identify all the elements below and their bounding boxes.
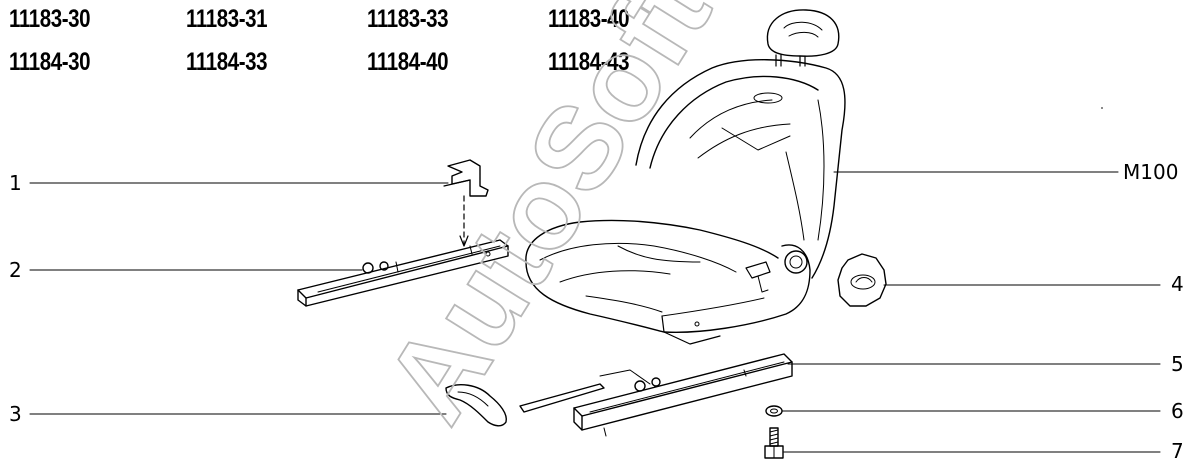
model-code: 11184-33 <box>186 48 268 76</box>
callout-3: 3 <box>9 402 22 426</box>
seat-drawing <box>525 9 846 345</box>
callout-5: 5 <box>1171 352 1184 376</box>
part-6-washer <box>765 405 783 417</box>
part-5-rail <box>519 353 793 437</box>
part-2-rail <box>297 239 509 307</box>
leader-lines <box>29 171 1161 453</box>
model-code: 11183-40 <box>548 5 630 33</box>
model-code: 11183-30 <box>9 5 91 33</box>
part-3-handle <box>445 384 507 427</box>
watermark: AutoSoft <box>360 0 736 444</box>
model-code: 11184-30 <box>9 48 91 76</box>
callout-6: 6 <box>1171 399 1184 423</box>
model-code: 11184-40 <box>367 48 449 76</box>
part-4-knob <box>837 253 887 307</box>
part-1-clip <box>443 159 489 247</box>
callout-4: 4 <box>1171 272 1184 296</box>
callout-2: 2 <box>9 258 22 282</box>
model-code: 11183-31 <box>186 5 268 33</box>
callout-m100: M100 <box>1123 160 1179 184</box>
model-code: 11184-43 <box>548 48 630 76</box>
callout-1: 1 <box>9 171 22 195</box>
callout-7: 7 <box>1171 439 1184 463</box>
model-code: 11183-33 <box>367 5 449 33</box>
part-7-bolt <box>764 427 784 459</box>
